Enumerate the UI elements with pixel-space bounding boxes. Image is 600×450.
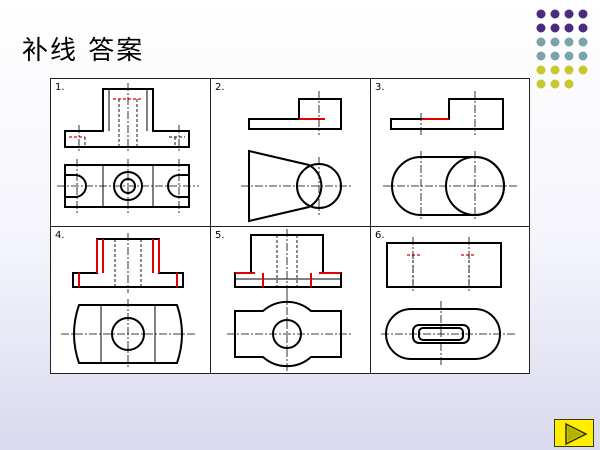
- dots-row-6: [536, 79, 574, 89]
- problem-cell-4: 4.: [51, 227, 211, 375]
- problem-cell-2: 2.: [211, 79, 371, 227]
- problem-number: 2.: [215, 82, 225, 93]
- drawing-3: [383, 91, 517, 221]
- dots-row-2: [536, 23, 588, 33]
- problem-cell-5: 5.: [211, 227, 371, 375]
- problem-cell-3: 3.: [371, 79, 531, 227]
- drawing-5: [227, 229, 351, 371]
- dots-row-5: [536, 65, 588, 75]
- slide-title: 补线 答案: [22, 36, 145, 66]
- problem-number: 6.: [375, 230, 385, 241]
- problem-number: 3.: [375, 82, 385, 93]
- problem-cell-6: 6.: [371, 227, 531, 375]
- play-triangle-icon: [565, 422, 588, 446]
- drawing-1: [57, 83, 199, 213]
- problem-number: 1.: [55, 82, 65, 93]
- dots-row-3: [536, 37, 588, 47]
- drawing-4: [61, 233, 195, 369]
- next-slide-button[interactable]: [554, 419, 594, 447]
- drawing-2: [241, 91, 351, 223]
- problem-number: 5.: [215, 230, 225, 241]
- problem-number: 4.: [55, 230, 65, 241]
- drawing-board: 1.: [50, 78, 530, 374]
- dots-row-4: [536, 51, 588, 61]
- dots-row-1: [536, 9, 588, 19]
- board-grid-lines: [51, 79, 529, 373]
- problem-cell-1: 1.: [51, 79, 211, 227]
- decorative-dots: [536, 9, 588, 89]
- drawing-6: [381, 237, 515, 367]
